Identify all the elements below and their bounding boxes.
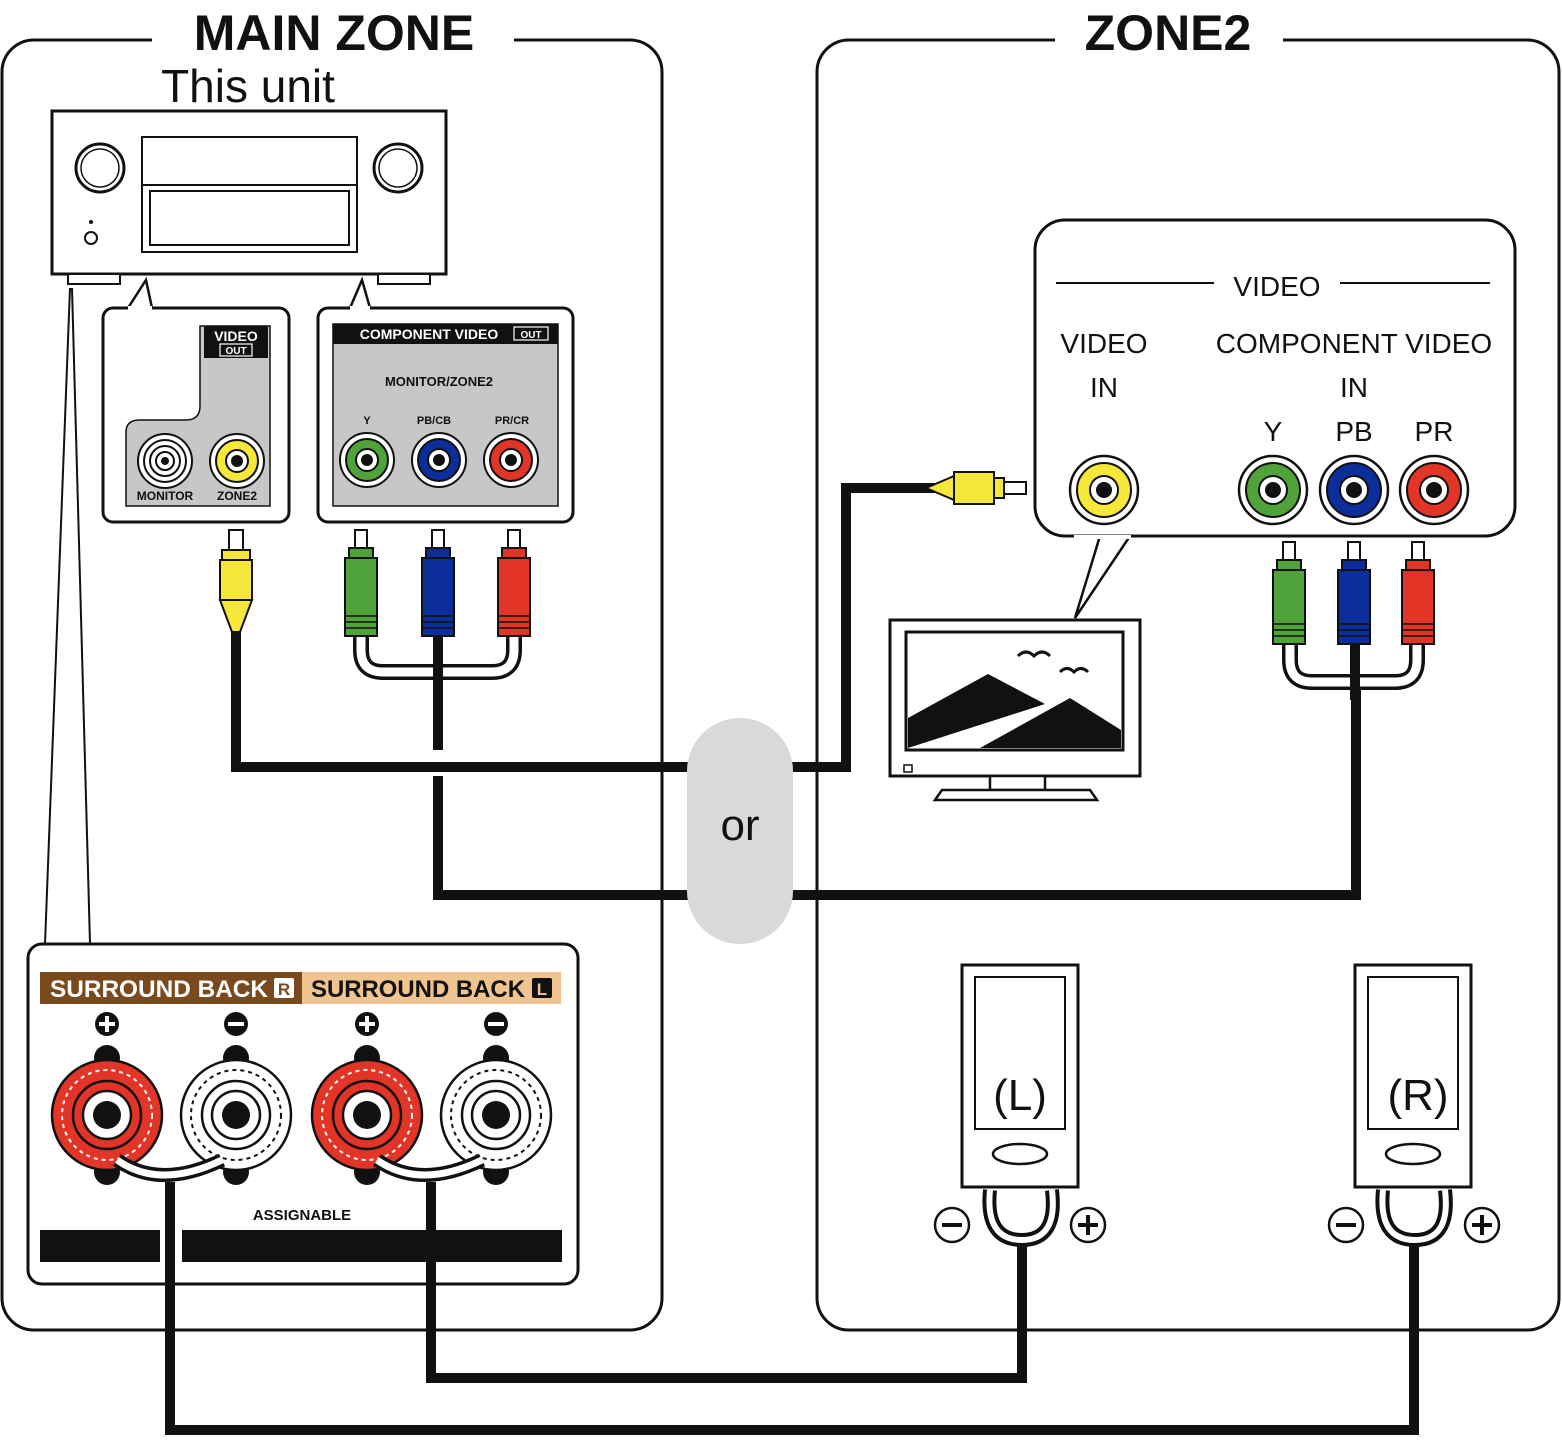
surround-back-l-label: SURROUND BACK <box>311 976 526 1003</box>
plus-icon <box>95 1012 119 1036</box>
component-out-badge: OUT <box>520 330 541 341</box>
component-in-label-2: IN <box>1340 372 1368 403</box>
pr-in-label: PR <box>1415 416 1454 447</box>
speaker-left-label: (L) <box>993 1071 1047 1120</box>
y-out-jack <box>339 432 395 488</box>
terminal-l-plus <box>310 1045 424 1185</box>
speaker-left: (L) <box>933 963 1107 1248</box>
zone2-frame: ZONE2 <box>815 5 1561 1332</box>
video-out-badge: OUT <box>225 346 246 357</box>
minus-icon <box>224 1012 248 1036</box>
y-in-jack <box>1237 454 1309 526</box>
surround-back-r-label: SURROUND BACK <box>50 976 269 1003</box>
blue-plug-main <box>421 529 455 637</box>
red-plug-main <box>497 529 531 637</box>
yellow-plug-zone2 <box>923 471 1027 505</box>
minus-icon <box>484 1012 508 1036</box>
tv-icon <box>888 618 1142 802</box>
minus-icon <box>1327 1206 1365 1244</box>
pb-in-label: PB <box>1335 416 1372 447</box>
monitor-jack-label: MONITOR <box>137 489 194 503</box>
or-label: or <box>720 801 759 850</box>
component-y-label: Y <box>363 415 371 427</box>
terminal-l-minus <box>439 1045 553 1185</box>
main-zone-frame: MAIN ZONE <box>0 5 664 1332</box>
component-pr-label: PR/CR <box>495 415 529 427</box>
tv-input-panel: VIDEO VIDEO IN COMPONENT VIDEO IN Y PB P… <box>1033 218 1517 619</box>
terminal-r-plus <box>50 1045 164 1185</box>
component-in-label: COMPONENT VIDEO <box>1216 328 1492 359</box>
unit-label: This unit <box>161 60 335 112</box>
monitor-jack <box>137 433 193 489</box>
pr-out-jack <box>483 432 539 488</box>
video-in-label-2: IN <box>1090 372 1118 403</box>
surround-back-r-badge: R <box>278 980 290 999</box>
yellow-plug-main <box>218 529 254 633</box>
plus-icon <box>1069 1206 1107 1244</box>
green-plug-zone2 <box>1272 541 1306 645</box>
green-plug-main <box>344 529 378 637</box>
surround-back-l-badge: L <box>537 980 547 999</box>
terminal-r-minus <box>179 1045 293 1185</box>
red-plug-zone2 <box>1401 541 1435 645</box>
component-out-title: COMPONENT VIDEO <box>360 326 499 342</box>
zone2-video-jack <box>209 433 265 489</box>
pb-out-jack <box>411 432 467 488</box>
main-zone-title: MAIN ZONE <box>194 5 475 61</box>
pb-in-jack <box>1318 454 1390 526</box>
pr-in-jack <box>1398 454 1470 526</box>
video-out-title: VIDEO <box>214 328 258 344</box>
assignable-label: ASSIGNABLE <box>253 1207 351 1224</box>
tv-panel-title: VIDEO <box>1233 271 1320 302</box>
speaker-terminal-panel: SURROUND BACK R SURROUND BACK L <box>26 942 580 1286</box>
minus-icon <box>933 1206 971 1244</box>
blue-plug-zone2 <box>1337 541 1371 645</box>
component-pb-label: PB/CB <box>417 415 451 427</box>
video-out-panel: VIDEO OUT MONITOR ZONE2 <box>101 276 291 524</box>
plus-icon <box>1463 1206 1501 1244</box>
or-capsule: or <box>687 718 793 944</box>
video-in-jack <box>1068 454 1140 526</box>
zone2-jack-label: ZONE2 <box>217 489 257 503</box>
video-in-label: VIDEO <box>1060 328 1147 359</box>
speaker-right: (R) <box>1327 963 1501 1248</box>
component-out-panel: COMPONENT VIDEO OUT MONITOR/ZONE2 Y PB/C… <box>316 276 575 524</box>
av-receiver <box>50 109 448 285</box>
y-in-label: Y <box>1264 416 1283 447</box>
zone2-title: ZONE2 <box>1085 5 1252 61</box>
component-out-subtitle: MONITOR/ZONE2 <box>385 374 493 389</box>
plus-icon <box>355 1012 379 1036</box>
speaker-right-label: (R) <box>1387 1071 1448 1120</box>
